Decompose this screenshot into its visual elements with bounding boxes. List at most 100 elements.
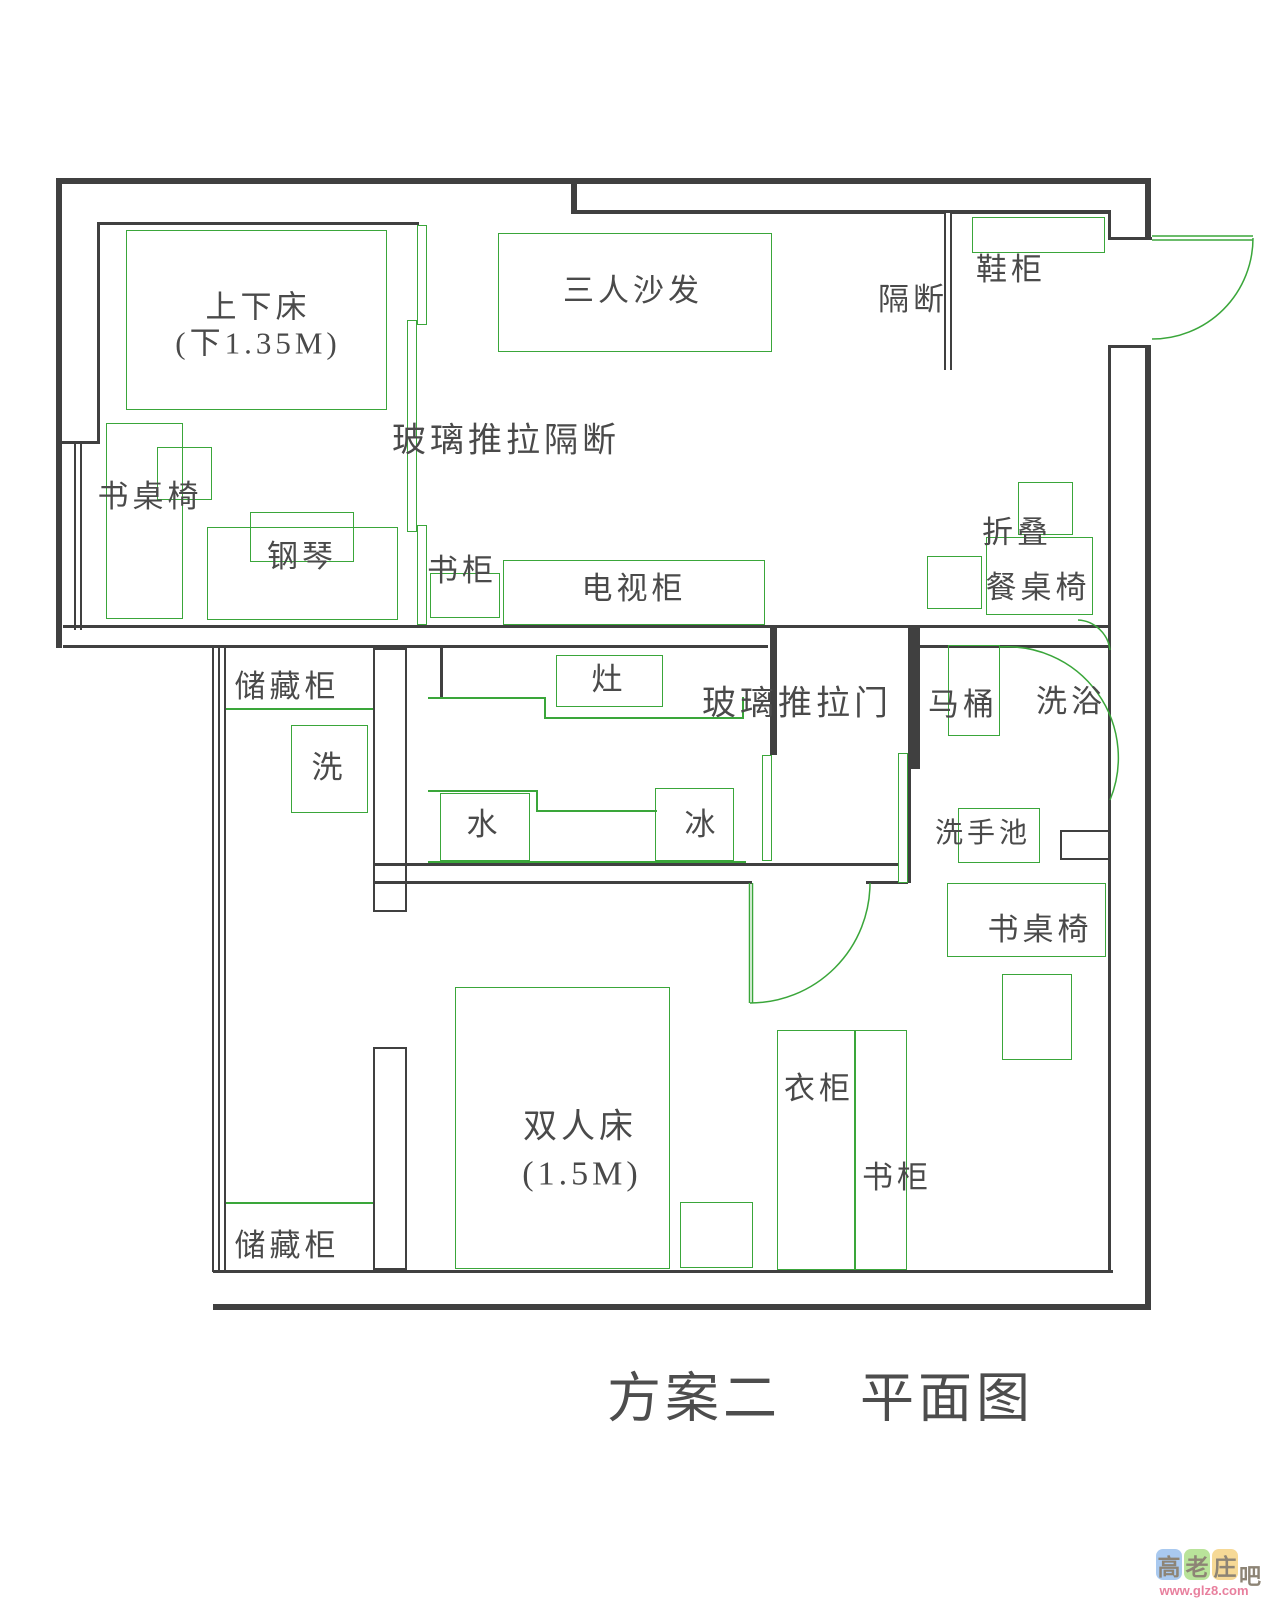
window-left-line-b (80, 444, 82, 630)
wall-bedroom-top-a (373, 863, 908, 866)
wall-mid-lower-right (908, 645, 1111, 648)
water-label: 水 (466, 807, 502, 843)
glass-partition-panel-2 (407, 320, 417, 532)
wall-mid-upper (63, 625, 1111, 628)
counter-bottom-front (428, 861, 746, 863)
folding-label-2: 餐桌椅 (985, 570, 1091, 606)
storage-upper-edge (226, 708, 373, 710)
stove-label: 灶 (591, 662, 627, 698)
double-bed-size: (1.5M) (522, 1155, 642, 1193)
bunk-bed-label: 上下床 (下1.35M) (175, 289, 340, 360)
watermark-char-3: 庄 (1213, 1554, 1237, 1580)
wall-bottom-inner (213, 1270, 1113, 1273)
wall-top-step (571, 178, 577, 214)
wall-right-inner-top (1108, 210, 1111, 240)
wardrobe-label: 衣柜 (784, 1071, 854, 1107)
entrance-door-arc (1151, 237, 1254, 340)
wall-top-inner-right (577, 210, 1111, 214)
fridge-box (655, 788, 734, 861)
piano-label: 钢琴 (267, 539, 337, 575)
wall-bedroom-top-b (373, 881, 752, 884)
toilet-label: 马桶 (928, 687, 998, 723)
bunk-bed-name: 上下床 (205, 289, 311, 325)
glass-partition-label: 玻璃推拉隔断 (392, 422, 620, 460)
basin-label: 洗手池 (934, 817, 1032, 849)
watermark-tile-2: 老 (1184, 1549, 1210, 1580)
bookcase-small-label: 书柜 (427, 553, 497, 589)
counter-top-conn-b (742, 697, 744, 719)
bunk-bed-size: (下1.35M) (175, 325, 341, 360)
shoe-cabinet-box (972, 217, 1105, 253)
sofa-box (498, 233, 772, 352)
partition-label: 隔断 (878, 282, 948, 318)
wall-right-inner-main (1108, 345, 1111, 1273)
piano-box (207, 527, 398, 620)
desk-chair-left-label: 书桌椅 (97, 479, 203, 515)
bedroom-door-arc (749, 882, 871, 1004)
kitchen-sliding-door (762, 755, 772, 861)
tv-cabinet-box (503, 560, 765, 625)
shoe-cabinet-label: 鞋柜 (976, 252, 1046, 288)
wall-left-outer (56, 178, 62, 648)
glass-partition-panel-3 (417, 525, 427, 625)
dining-chair-top-box (1018, 482, 1073, 535)
toilet-box (948, 645, 1000, 736)
chair-left-box (157, 447, 212, 500)
wall-mid-lower-left (63, 645, 768, 648)
partition-hall (944, 213, 952, 370)
folding-label-1: 折叠 (982, 515, 1052, 551)
watermark: 高 老 庄 吧 www.glz8.com (1156, 1545, 1276, 1598)
storage-lower-label: 储藏柜 (234, 1228, 340, 1264)
wall-kitchen-left-lower (373, 1047, 407, 1270)
bath-label: 洗浴 (1036, 684, 1106, 720)
double-bed-box (455, 987, 670, 1269)
tv-cabinet-label: 电视柜 (581, 571, 687, 607)
wall-bay-step (56, 441, 100, 444)
nightstand-box (680, 1202, 753, 1268)
wall-bottom-outer (213, 1304, 1151, 1310)
window-corridor-line-b (218, 648, 220, 1272)
window-left-line-a (74, 444, 76, 630)
wall-bath-left-upper (908, 627, 920, 769)
window-corridor-line-a (212, 648, 214, 1272)
watermark-url: www.glz8.com (1159, 1583, 1249, 1598)
wall-kitchen-stub (440, 645, 443, 697)
wall-right-outer-top (1145, 178, 1151, 240)
wall-top-outer (56, 178, 1151, 184)
sink-box (440, 793, 530, 861)
title-plan: 平面图 (860, 1368, 1034, 1429)
watermark-suffix: 吧 (1239, 1564, 1262, 1589)
wall-kitchen-right (770, 627, 777, 755)
wall-kitchen-left-upper (373, 648, 407, 912)
counter-top-conn-a (544, 697, 546, 719)
fridge-label: 冰 (684, 807, 720, 843)
desk-left-box (106, 423, 183, 619)
window-corridor-line-c (224, 648, 226, 1272)
bathroom-door-arc (999, 646, 1120, 801)
sofa-label: 三人沙发 (563, 273, 703, 309)
glass-sliding-door-label: 玻璃推拉门 (702, 685, 892, 723)
bookcase-bedroom-label: 书柜 (862, 1160, 932, 1196)
wall-bedroom-top-c (866, 881, 908, 884)
wall-right-outer-main (1145, 345, 1151, 1310)
bath-step-box (1060, 830, 1110, 860)
basin-box (958, 808, 1040, 863)
washer-box (291, 725, 368, 813)
desk-chair-bedroom-label: 书桌椅 (987, 912, 1093, 948)
bookcase-bedroom-box (855, 1030, 907, 1270)
counter-bottom-conn (536, 790, 538, 810)
watermark-tile-3: 庄 (1212, 1549, 1238, 1580)
watermark-tile-1: 高 (1156, 1549, 1182, 1580)
watermark-char-2: 老 (1185, 1554, 1209, 1580)
wall-entry-sill (1108, 345, 1148, 348)
watermark-char-1: 高 (1157, 1554, 1181, 1580)
counter-top-edge-b (544, 717, 744, 719)
stove-box (556, 655, 663, 707)
bookcase-small-box (430, 573, 500, 618)
bunk-bed-box (126, 230, 387, 410)
glass-partition-panel-1 (417, 225, 427, 325)
dining-chair-left-box (927, 556, 982, 609)
wall-room-inner-top (97, 222, 419, 225)
desk-bedroom-box (947, 883, 1106, 957)
